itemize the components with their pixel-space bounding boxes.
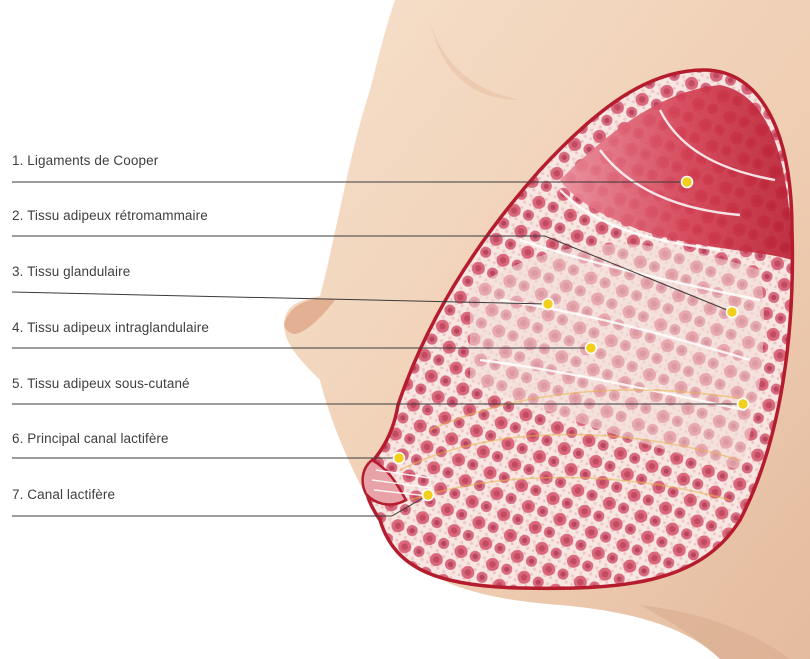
label-cooper-ligaments: 1. Ligaments de Cooper	[12, 153, 158, 168]
marker-3	[543, 299, 554, 310]
marker-6	[394, 453, 405, 464]
label-main-milk-duct: 6. Principal canal lactifère	[12, 431, 169, 446]
label-intraglandular-fat: 4. Tissu adipeux intraglandulaire	[12, 320, 209, 335]
label-milk-duct: 7. Canal lactifère	[12, 487, 115, 502]
marker-5	[738, 399, 749, 410]
marker-4	[586, 343, 597, 354]
marker-1	[682, 177, 693, 188]
label-subcutaneous-fat: 5. Tissu adipeux sous-cutané	[12, 376, 190, 391]
label-glandular-tissue: 3. Tissu glandulaire	[12, 264, 130, 279]
label-retromammary-fat: 2. Tissu adipeux rétromammaire	[12, 208, 208, 223]
marker-2	[727, 307, 738, 318]
marker-7	[423, 490, 434, 501]
